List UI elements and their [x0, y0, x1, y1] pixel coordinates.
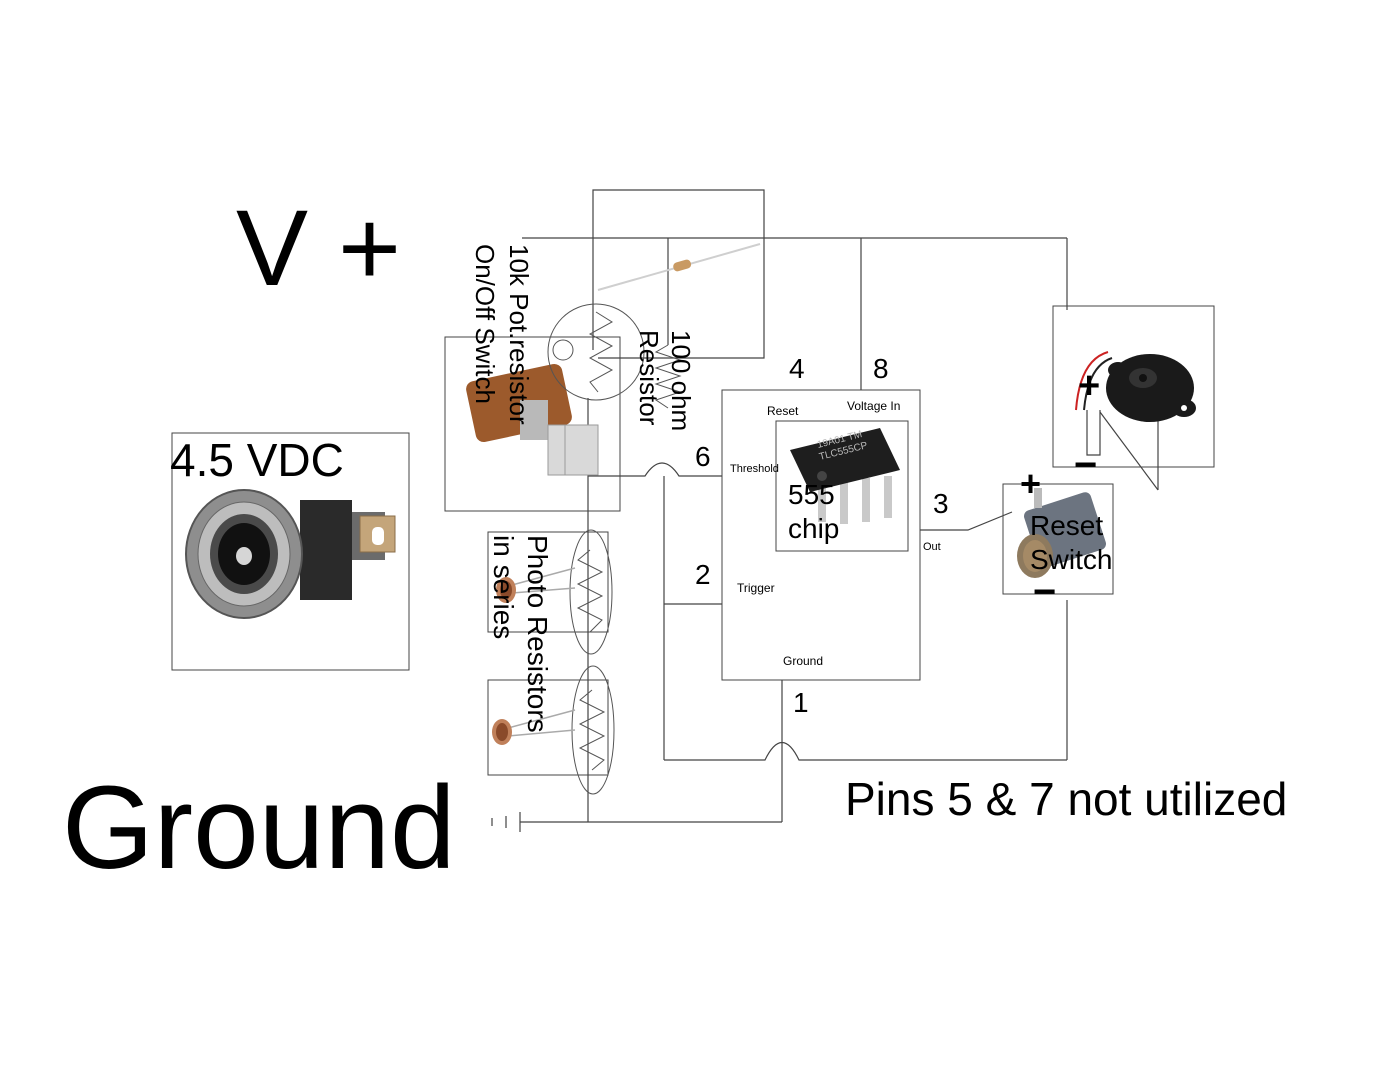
photocell-icon-2 — [492, 709, 576, 745]
pin-number-8: 8 — [873, 353, 889, 384]
resistor-body — [673, 259, 692, 272]
resistor-label-line1: 100 ohm — [666, 330, 696, 431]
dc-jack: 4.5 VDC — [170, 432, 410, 671]
switch-label-line1: Reset — [1030, 510, 1103, 541]
chip-555: 19A01 TM TLC555CP 555 chip Reset Voltage… — [695, 353, 949, 718]
pot-symbol-circle — [547, 303, 645, 401]
pot-label-line2: On/Off Switch — [470, 244, 500, 404]
dc-jack-box — [171, 432, 410, 671]
photo-box-2 — [487, 679, 609, 776]
buzzer-plus: + — [1078, 365, 1100, 407]
pin-name-reset: Reset — [767, 404, 799, 418]
pin-number-4: 4 — [789, 353, 805, 384]
buzzer-minus: − — [1074, 443, 1097, 487]
pin4-loop-wire — [592, 189, 765, 359]
chip-label-line1: 555 — [788, 479, 835, 510]
vplus-label: V + — [236, 187, 401, 308]
vdc-label: 4.5 VDC — [170, 434, 344, 486]
buzzer-switch-wire — [1086, 410, 1101, 456]
photo-label-line1: Photo Resistors — [522, 535, 553, 733]
chip-icon: 19A01 TM TLC555CP — [790, 428, 900, 524]
potentiometer: 10k Pot.resistor On/Off Switch — [444, 244, 645, 512]
photo-symbol-1 — [569, 529, 613, 655]
photo-zigzag-2 — [578, 689, 606, 771]
pin-number-3: 3 — [933, 488, 949, 519]
wiring — [520, 189, 1159, 823]
photo-box-1 — [487, 531, 609, 633]
pot-label-line1: 10k Pot.resistor — [504, 244, 534, 425]
switch-icon — [1017, 488, 1106, 578]
buzzer-box — [1052, 305, 1215, 468]
buzzer-diagonal — [1099, 411, 1159, 491]
pin-number-2: 2 — [695, 559, 711, 590]
pins-note: Pins 5 & 7 not utilized — [845, 773, 1287, 825]
photo-label-line2: in series — [488, 535, 519, 639]
pot-icon — [466, 363, 599, 476]
switch-minus: − — [1033, 570, 1056, 614]
pot-box — [444, 336, 621, 512]
pin-name-voltage-in: Voltage In — [847, 399, 900, 413]
pin-name-trigger: Trigger — [737, 581, 775, 595]
photocell-icon-1 — [496, 567, 576, 603]
pin-number-1: 1 — [793, 687, 809, 718]
pot-zigzag — [588, 311, 614, 393]
resistor-label-line2: Resistor — [634, 330, 664, 426]
pin-number-6: 6 — [695, 441, 711, 472]
switch-box — [1002, 483, 1114, 595]
chip-label-line2: chip — [788, 513, 839, 544]
ground-symbol — [491, 812, 521, 832]
pin-name-out: Out — [923, 541, 941, 553]
dc-jack-icon — [185, 489, 396, 619]
buzzer: + − — [1052, 305, 1215, 487]
photo-resistors: Photo Resistors in series — [487, 529, 615, 795]
threshold-wire — [588, 462, 722, 477]
pin-name-ground: Ground — [783, 654, 823, 668]
ground-label: Ground — [62, 762, 456, 894]
reset-switch: Reset Switch + − — [1002, 463, 1114, 614]
resistor-100ohm: 100 ohm Resistor — [597, 243, 761, 431]
resistor-zigzag — [654, 344, 682, 409]
bottom-bus — [664, 741, 1067, 761]
out-wire — [920, 511, 1013, 531]
photo-zigzag-1 — [576, 549, 604, 633]
pin-name-threshold: Threshold — [730, 463, 779, 475]
pot-wiper-circle — [552, 339, 574, 361]
switch-label-line2: Switch — [1030, 544, 1112, 575]
switch-plus: + — [1020, 463, 1041, 504]
buzzer-icon — [1075, 351, 1196, 422]
